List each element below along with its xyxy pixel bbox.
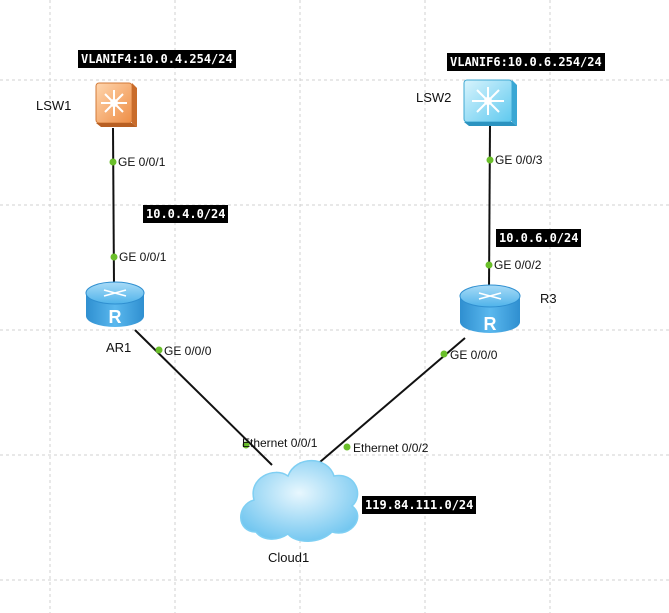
port-label-ar1-ge000: GE 0/0/0	[164, 344, 212, 358]
label-vlanif4: VLANIF4:10.0.4.254/24	[78, 50, 236, 68]
label-subnet-cloud: 119.84.111.0/24	[362, 496, 477, 514]
svg-text:R: R	[109, 307, 122, 327]
cloud-icon-cloud1[interactable]	[240, 460, 359, 542]
label-vlanif6: VLANIF6:10.0.6.254/24	[447, 53, 605, 71]
device-name-ar1: AR1	[106, 340, 132, 355]
port-label-ar1-ge001: GE 0/0/1	[119, 250, 167, 264]
links	[112, 124, 491, 466]
device-name-r3: R3	[540, 291, 557, 306]
device-name-lsw2: LSW2	[416, 90, 452, 105]
device-name-cloud1: Cloud1	[268, 550, 310, 565]
port-dots	[109, 156, 494, 451]
port-label-lsw1-ge001: GE 0/0/1	[118, 155, 166, 169]
link-r3-cloud	[319, 337, 466, 463]
port-label-cloud-eth001: Ethernet 0/0/1	[242, 436, 318, 450]
label-subnet-10-0-4: 10.0.4.0/24	[143, 205, 229, 223]
port-label-lsw2-ge003: GE 0/0/3	[495, 153, 543, 167]
port-label-cloud-eth002: Ethernet 0/0/2	[353, 441, 429, 455]
svg-text:R: R	[484, 314, 497, 334]
switch-icon-lsw1[interactable]	[95, 82, 137, 127]
router-icon-r3[interactable]: R	[459, 284, 521, 334]
link-lsw1-ar1	[112, 127, 115, 286]
device-name-lsw1: LSW1	[36, 98, 72, 113]
router-icon-ar1[interactable]: R	[85, 281, 145, 327]
port-label-r3-ge000: GE 0/0/0	[450, 348, 498, 362]
port-label-r3-ge002: GE 0/0/2	[494, 258, 542, 272]
switch-icon-lsw2[interactable]	[463, 79, 517, 126]
label-subnet-10-0-6: 10.0.6.0/24	[496, 229, 582, 247]
